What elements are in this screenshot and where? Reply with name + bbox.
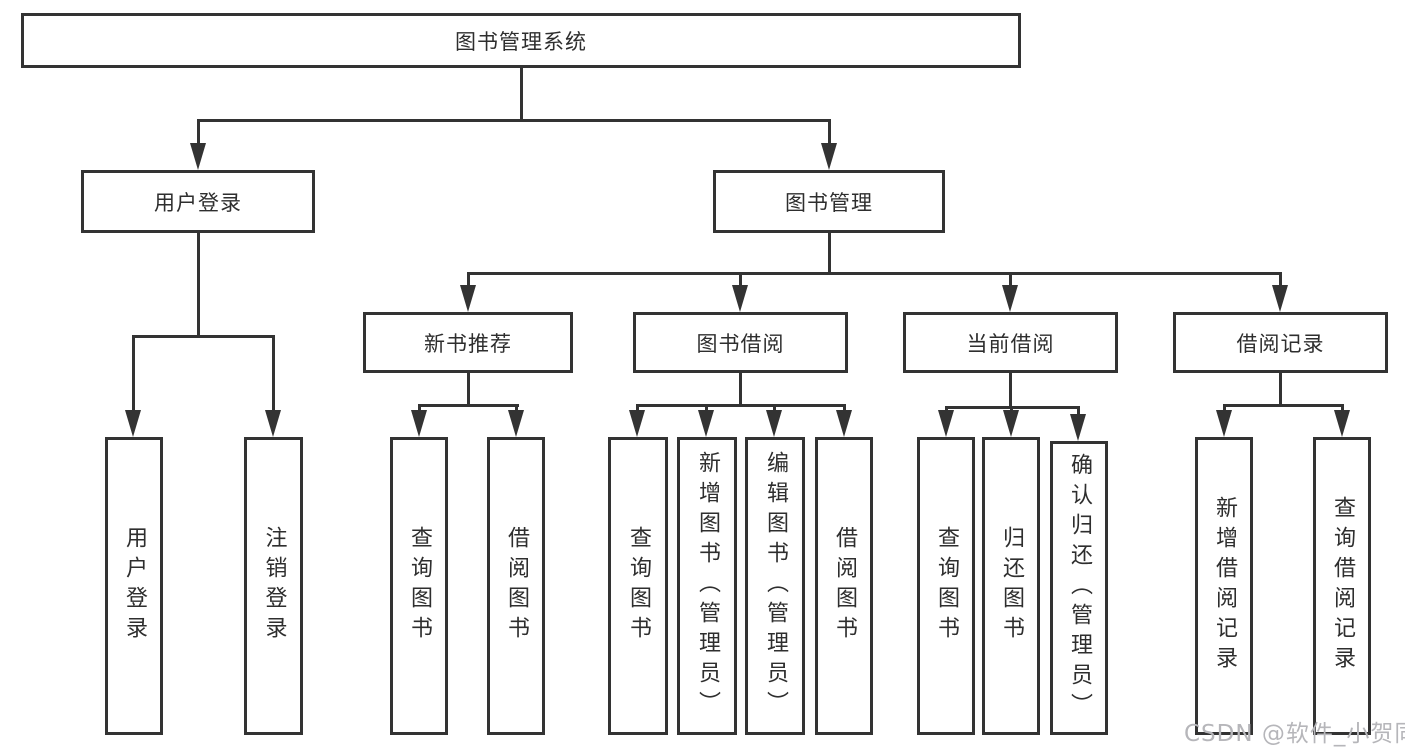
leaf-logout: 注销登录 [244,437,303,735]
arrow-down-icon [821,143,837,170]
leaf-add-book-admin-label: 新增图书（管理员） [695,451,720,721]
arrow-down-icon [766,410,782,437]
node-book-borrowing: 图书借阅 [633,312,848,373]
tree-connector-line [739,272,742,292]
arrow-down-icon [629,410,645,437]
leaf-query-book-current: 查询图书 [917,437,975,735]
leaf-user-login: 用户登录 [105,437,163,735]
tree-connector-line [520,66,523,121]
leaf-query-borrow-record-label: 查询借阅记录 [1330,496,1355,676]
node-root: 图书管理系统 [21,13,1021,68]
leaf-borrow-book: 借阅图书 [815,437,873,735]
tree-connector-line [132,335,135,415]
tree-connector-line [1223,404,1344,407]
tree-connector-line [467,371,470,407]
tree-connector-line [1279,272,1282,292]
leaf-query-borrow-record: 查询借阅记录 [1313,437,1371,735]
node-book-management-label: 图书管理 [785,190,873,215]
node-current-borrowing-label: 当前借阅 [966,331,1055,356]
node-borrow-records: 借阅记录 [1173,312,1388,373]
leaf-logout-label: 注销登录 [261,526,287,646]
leaf-confirm-return-admin-label: 确认归还（管理员） [1067,453,1092,723]
tree-connector-line [739,371,742,407]
arrow-down-icon [836,410,852,437]
leaf-query-book-current-label: 查询图书 [934,526,959,646]
arrow-down-icon [1002,285,1018,312]
tree-connector-line [1279,371,1282,407]
leaf-borrow-book-recommend-label: 借阅图书 [504,526,529,646]
leaf-edit-book-admin: 编辑图书（管理员） [745,437,805,735]
csdn-watermark: CSDN @软件_小贺同学 [1184,721,1405,747]
tree-connector-line [1077,406,1080,420]
arrow-down-icon [1334,410,1350,437]
leaf-add-borrow-record-label: 新增借阅记录 [1212,496,1237,676]
tree-connector-line [467,272,1282,275]
node-borrow-records-label: 借阅记录 [1236,331,1325,356]
arrow-down-icon [1272,285,1288,312]
arrow-down-icon [411,410,427,437]
tree-connector-line [197,231,200,338]
tree-connector-line [197,119,200,149]
arrow-down-icon [190,143,206,170]
tree-connector-line [132,335,275,338]
node-book-management: 图书管理 [713,170,945,233]
leaf-add-borrow-record: 新增借阅记录 [1195,437,1253,735]
arrow-down-icon [938,410,954,437]
tree-connector-line [467,272,470,292]
leaf-borrow-book-label: 借阅图书 [832,526,857,646]
leaf-user-login-label: 用户登录 [122,526,147,646]
leaf-edit-book-admin-label: 编辑图书（管理员） [763,451,788,721]
tree-connector-line [1009,371,1012,409]
leaf-return-book: 归还图书 [982,437,1040,735]
leaf-borrow-book-recommend: 借阅图书 [487,437,545,735]
leaf-query-book-recommend-label: 查询图书 [407,526,432,646]
leaf-query-book-borrowing: 查询图书 [608,437,668,735]
tree-connector-line [418,404,519,407]
arrow-down-icon [125,410,141,437]
arrow-down-icon [1070,414,1086,441]
arrow-down-icon [1003,410,1019,437]
node-user-login-label: 用户登录 [154,190,242,215]
leaf-query-book-borrowing-label: 查询图书 [626,526,651,646]
arrow-down-icon [1216,410,1232,437]
tree-connector-line [828,231,831,275]
node-new-book-recommend: 新书推荐 [363,312,573,373]
node-book-borrowing-label: 图书借阅 [696,331,785,356]
node-new-book-recommend-label: 新书推荐 [424,331,512,356]
leaf-add-book-admin: 新增图书（管理员） [677,437,737,735]
leaf-confirm-return-admin: 确认归还（管理员） [1050,441,1108,735]
tree-connector-line [272,335,275,415]
tree-connector-line [828,119,831,149]
node-root-label: 图书管理系统 [455,29,587,54]
leaf-return-book-label: 归还图书 [999,526,1024,646]
node-current-borrowing: 当前借阅 [903,312,1118,373]
tree-connector-line [1009,272,1012,292]
arrow-down-icon [732,285,748,312]
arrow-down-icon [508,410,524,437]
tree-connector-line [636,404,846,407]
leaf-query-book-recommend: 查询图书 [390,437,448,735]
node-user-login: 用户登录 [81,170,315,233]
arrow-down-icon [698,410,714,437]
arrow-down-icon [265,410,281,437]
arrow-down-icon [460,285,476,312]
tree-connector-line [197,119,831,122]
